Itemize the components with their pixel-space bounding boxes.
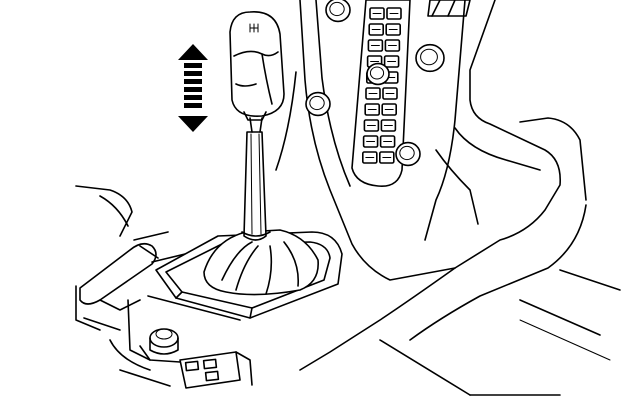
knob [415, 43, 445, 73]
lower-console-controls [139, 328, 253, 389]
trim-line [275, 71, 297, 171]
knob [305, 91, 331, 117]
double-arrow-icon [178, 44, 208, 132]
shift-pattern-icon [249, 23, 259, 33]
left-trim [75, 185, 241, 387]
center-console [299, 0, 621, 396]
button-column [351, 0, 411, 187]
gear-lever-shaft [241, 117, 271, 241]
knob [395, 141, 421, 167]
knob [325, 0, 351, 23]
gear-boot [203, 229, 319, 296]
center-knobs [305, 0, 445, 167]
knob [366, 62, 390, 86]
gear-knob [229, 11, 285, 121]
